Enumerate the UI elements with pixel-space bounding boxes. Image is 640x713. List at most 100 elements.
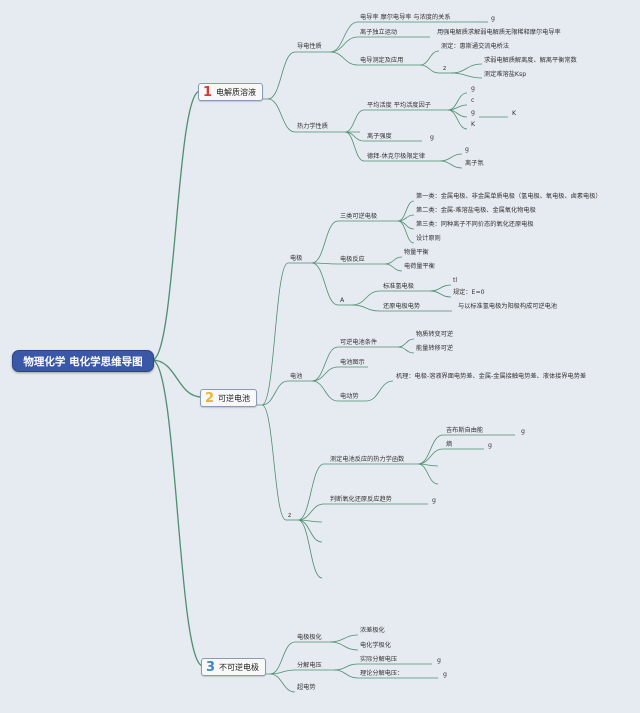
connector [311,262,339,265]
connector [269,669,296,675]
connector [419,50,440,66]
connector [344,109,365,133]
node-independent-migration[interactable]: 离子独立运动 [360,29,398,36]
node-energy-reversible[interactable]: 能量转移可逆 [416,345,454,352]
node-charge-balance[interactable]: 电荷量平衡 [404,263,435,270]
connector [365,380,394,402]
node-redox-tendency[interactable]: 判断氧化还原反应趋势 [330,496,392,503]
connector [261,380,289,406]
connector [351,290,381,306]
connector [267,98,296,133]
node-reduction-potential[interactable]: 还原电极电势 [383,303,421,310]
connector [450,72,483,79]
connector [429,290,452,298]
node-electrode[interactable]: 电极 [290,255,303,262]
connector [450,63,483,74]
node-formula-j: g [488,442,492,449]
connector [419,64,440,74]
connector [297,503,325,521]
connector [311,366,339,382]
connector [397,338,415,348]
node-ion-atmosphere[interactable]: 离子氛 [465,160,484,167]
node-formula-f: g [430,134,434,141]
connector [311,262,339,306]
node-second-class[interactable]: 第二类：金属-难溶盐电极、金属氧化物电极 [416,207,536,214]
node-debye-huckel[interactable]: 德拜-休克尔极限定律 [367,153,425,160]
node-formula-e: K [512,110,517,117]
node-theoretical-decomposition[interactable]: 理论分解电压： [360,670,404,677]
connector [344,131,365,162]
node-definition-e0[interactable]: 规定：E=0 [453,289,485,296]
connector [333,669,359,679]
branch-electrolyte-solution[interactable]: 1 电解质溶液 [198,83,264,101]
connector [297,519,323,543]
branch-label: 可逆电池 [218,393,251,403]
node-formula-a: g [471,85,475,92]
root-node[interactable]: 物理化学 电化学思维导图 [12,350,154,372]
node-cell-diagram[interactable]: 电池图示 [340,359,365,366]
connector [447,109,468,130]
node-ksp[interactable]: 测定难溶盐Ksp [484,71,527,78]
connector [351,304,381,312]
connector [329,51,359,66]
node-gibbs[interactable]: 吉布斯自由能 [446,427,484,434]
node-conductance-measurement[interactable]: 电导测定及应用 [360,57,404,64]
node-three-electrodes[interactable]: 三类可逆电极 [340,213,378,220]
branch-number-3: 3 [206,659,216,675]
node-overpotential[interactable]: 超电势 [297,684,316,691]
branch-label: 电解质溶液 [216,87,257,97]
node-electrode-reaction[interactable]: 电极反应 [340,256,365,263]
node-thermo-functions[interactable]: 测定电池反应的热力学函数 [330,456,405,463]
connector [397,346,415,354]
connector [261,262,289,406]
node-ionic-strength[interactable]: 离子强度 [367,133,392,140]
node-strong-electrolyte[interactable]: 用强电解质求解弱电解质无限稀释摩尔电导率 [437,29,561,36]
node-design-principle[interactable]: 设计原则 [416,235,441,242]
connector [269,641,296,675]
node-mass-balance[interactable]: 物量平衡 [404,249,429,256]
connector [151,90,201,361]
node-conductivity[interactable]: 导电性质 [297,43,322,50]
node-actual-decomposition[interactable]: 实际分解电压 [360,656,398,663]
connector [329,641,359,651]
connector [297,519,323,579]
node-thermodynamic[interactable]: 热力学性质 [297,123,328,130]
node-formula-b: c [471,97,475,104]
node-first-class[interactable]: 第一类：金属电极、非金属单质电极（氢电极、氧电极、卤素电极） [416,193,602,200]
connector [333,663,359,671]
node-standard-hydrogen[interactable]: 标准氢电极 [383,283,414,290]
branch-reversible-cell[interactable]: 2 可逆电池 [200,389,258,407]
node-conductivity-concentration[interactable]: 电导率 摩尔电导率 与浓度的关系 [360,14,451,21]
node-electrochemical-polarization[interactable]: 电化学极化 [360,642,391,649]
node-cell[interactable]: 电池 [290,373,303,380]
connector [439,160,463,169]
branch-irreversible-electrode[interactable]: 3 不可逆电极 [201,658,267,676]
branch-number-2: 2 [205,390,215,406]
node-third-class[interactable]: 第三类：同种离子不同价态的氧化还原电极 [416,221,534,228]
node-formula-l: g [437,657,441,664]
node-reversible-conditions[interactable]: 可逆电池条件 [340,339,378,346]
node-polarization[interactable]: 电极极化 [297,634,322,641]
node-formula-g: g [465,146,469,153]
node-emf[interactable]: 电动势 [340,393,359,400]
connector [397,220,415,244]
connector [417,448,444,465]
connector [311,220,339,264]
node-anode-cell[interactable]: 与以标准氢电极为阳极构成可逆电池 [458,303,557,310]
node-mean-activity[interactable]: 平均活度 平均活度因子 [367,102,431,109]
node-z: z [443,65,447,72]
connector [151,359,204,667]
node-emf-mechanism[interactable]: 机理：电极-溶液界面电势差、金属-金属接触电势差、液体接界电势差 [396,373,587,380]
node-wheatstone-bridge[interactable]: 测定：惠斯通交流电桥法 [441,43,510,50]
connector [384,263,403,272]
node-matter-reversible[interactable]: 物质转变可逆 [416,331,454,338]
connector [397,200,415,222]
connector [151,359,203,398]
node-z: z [288,512,292,519]
node-formula-c: g [471,109,475,116]
node-dissociation[interactable]: 求弱电解质解离度、解离平衡常数 [484,57,577,64]
node-decomposition-voltage[interactable]: 分解电压 [297,662,322,669]
node-entropy[interactable]: 熵 [446,441,453,448]
node-concentration-polarization[interactable]: 浓差极化 [360,627,385,634]
